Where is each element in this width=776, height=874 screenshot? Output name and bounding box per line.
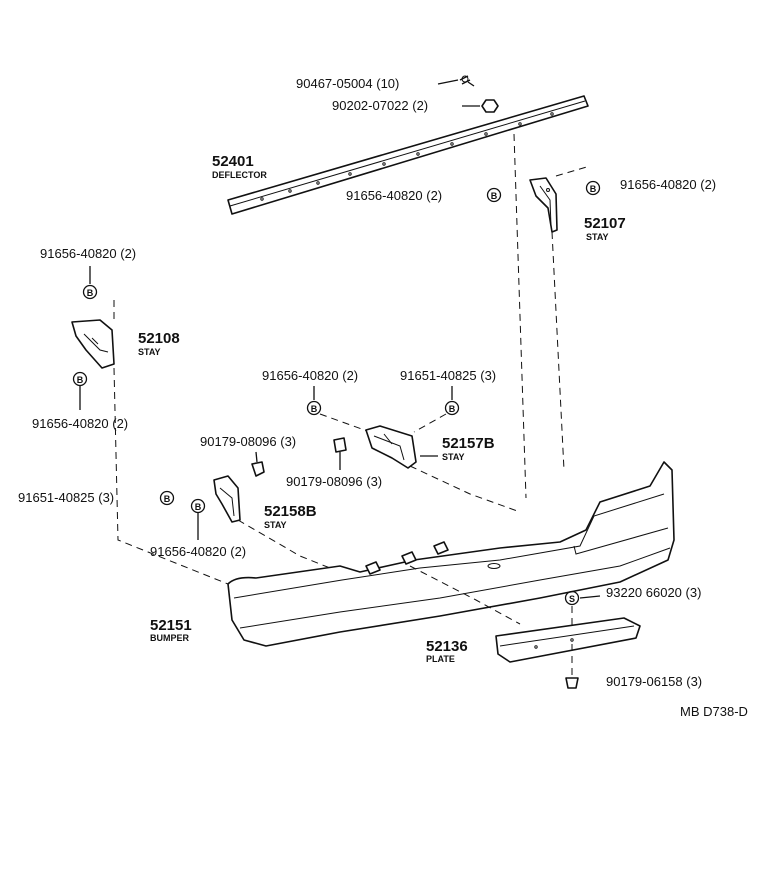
bolt-left-stay-top-label: 91656-40820 (2)	[40, 246, 136, 261]
screw-93220-label: 93220 66020 (3)	[606, 585, 701, 600]
nut-icon	[565, 677, 579, 689]
bumper-part-number: 52151	[150, 617, 192, 634]
deflector-part-number: 52401	[212, 153, 254, 170]
deflector-part-name: DEFLECTOR	[212, 170, 267, 180]
clip-icon	[251, 461, 265, 477]
bolt-stay-52158b-label: 91656-40820 (2)	[150, 544, 246, 559]
bolt-symbol-icon: B	[486, 187, 502, 203]
stay-52157b-part-name: STAY	[442, 452, 465, 462]
bolt-symbol-icon: B	[585, 180, 601, 196]
svg-text:B: B	[491, 191, 498, 201]
stay-52108	[71, 319, 115, 369]
bolt-center-b-label: 91651-40825 (3)	[400, 368, 496, 383]
bumper-part-name: BUMPER	[150, 633, 190, 643]
clip-90179-b-label: 90179-08096 (3)	[286, 474, 382, 489]
nut-icon	[481, 99, 499, 113]
bolt-symbol-icon: B	[190, 498, 206, 514]
plate-part-name: PLATE	[426, 654, 455, 664]
stay-52108-part-number: 52108	[138, 330, 180, 347]
screw-90467-label: 90467-05004 (10)	[296, 76, 399, 91]
nut-90179-plate-label: 90179-06158 (3)	[606, 674, 702, 689]
stay-52157b-part-number: 52157B	[442, 435, 495, 452]
deflector-52401	[227, 95, 589, 215]
screw-symbol-icon: S	[564, 590, 580, 606]
bolt-center-a-label: 91656-40820 (2)	[262, 368, 358, 383]
svg-text:S: S	[569, 594, 575, 604]
diagram-code: MB D738-D	[680, 704, 748, 719]
clip-icon	[333, 437, 347, 453]
stay-52107-part-number: 52107	[584, 215, 626, 232]
bolt-left-stay-bottom-label: 91656-40820 (2)	[32, 416, 128, 431]
bolt-symbol-icon: B	[444, 400, 460, 416]
screw-icon	[459, 75, 475, 87]
bolt-symbol-icon: B	[72, 371, 88, 387]
stay-52107	[529, 177, 558, 233]
bolt-left-stay-b-label: 91651-40825 (3)	[18, 490, 114, 505]
nut-90202-label: 90202-07022 (2)	[332, 98, 428, 113]
svg-text:B: B	[311, 404, 318, 414]
stay-52158b	[213, 475, 241, 523]
svg-text:B: B	[164, 494, 171, 504]
bolt-symbol-icon: B	[82, 284, 98, 300]
bolt-right-stay-label: 91656-40820 (2)	[620, 177, 716, 192]
plate-part-number: 52136	[426, 638, 468, 655]
stay-52157b	[365, 425, 417, 469]
bolt-symbol-icon: B	[306, 400, 322, 416]
stay-52158b-part-number: 52158B	[264, 503, 317, 520]
plate-52136	[495, 617, 641, 663]
svg-text:B: B	[195, 502, 202, 512]
bolt-symbol-icon: B	[159, 490, 175, 506]
bolt-deflector-label: 91656-40820 (2)	[346, 188, 442, 203]
svg-text:B: B	[77, 375, 84, 385]
clip-90179-a-label: 90179-08096 (3)	[200, 434, 296, 449]
svg-text:B: B	[87, 288, 94, 298]
stay-52108-part-name: STAY	[138, 347, 161, 357]
bumper-52151	[227, 461, 675, 647]
svg-text:B: B	[590, 184, 597, 194]
stay-52158b-part-name: STAY	[264, 520, 287, 530]
svg-text:B: B	[449, 404, 456, 414]
stay-52107-part-name: STAY	[586, 232, 609, 242]
